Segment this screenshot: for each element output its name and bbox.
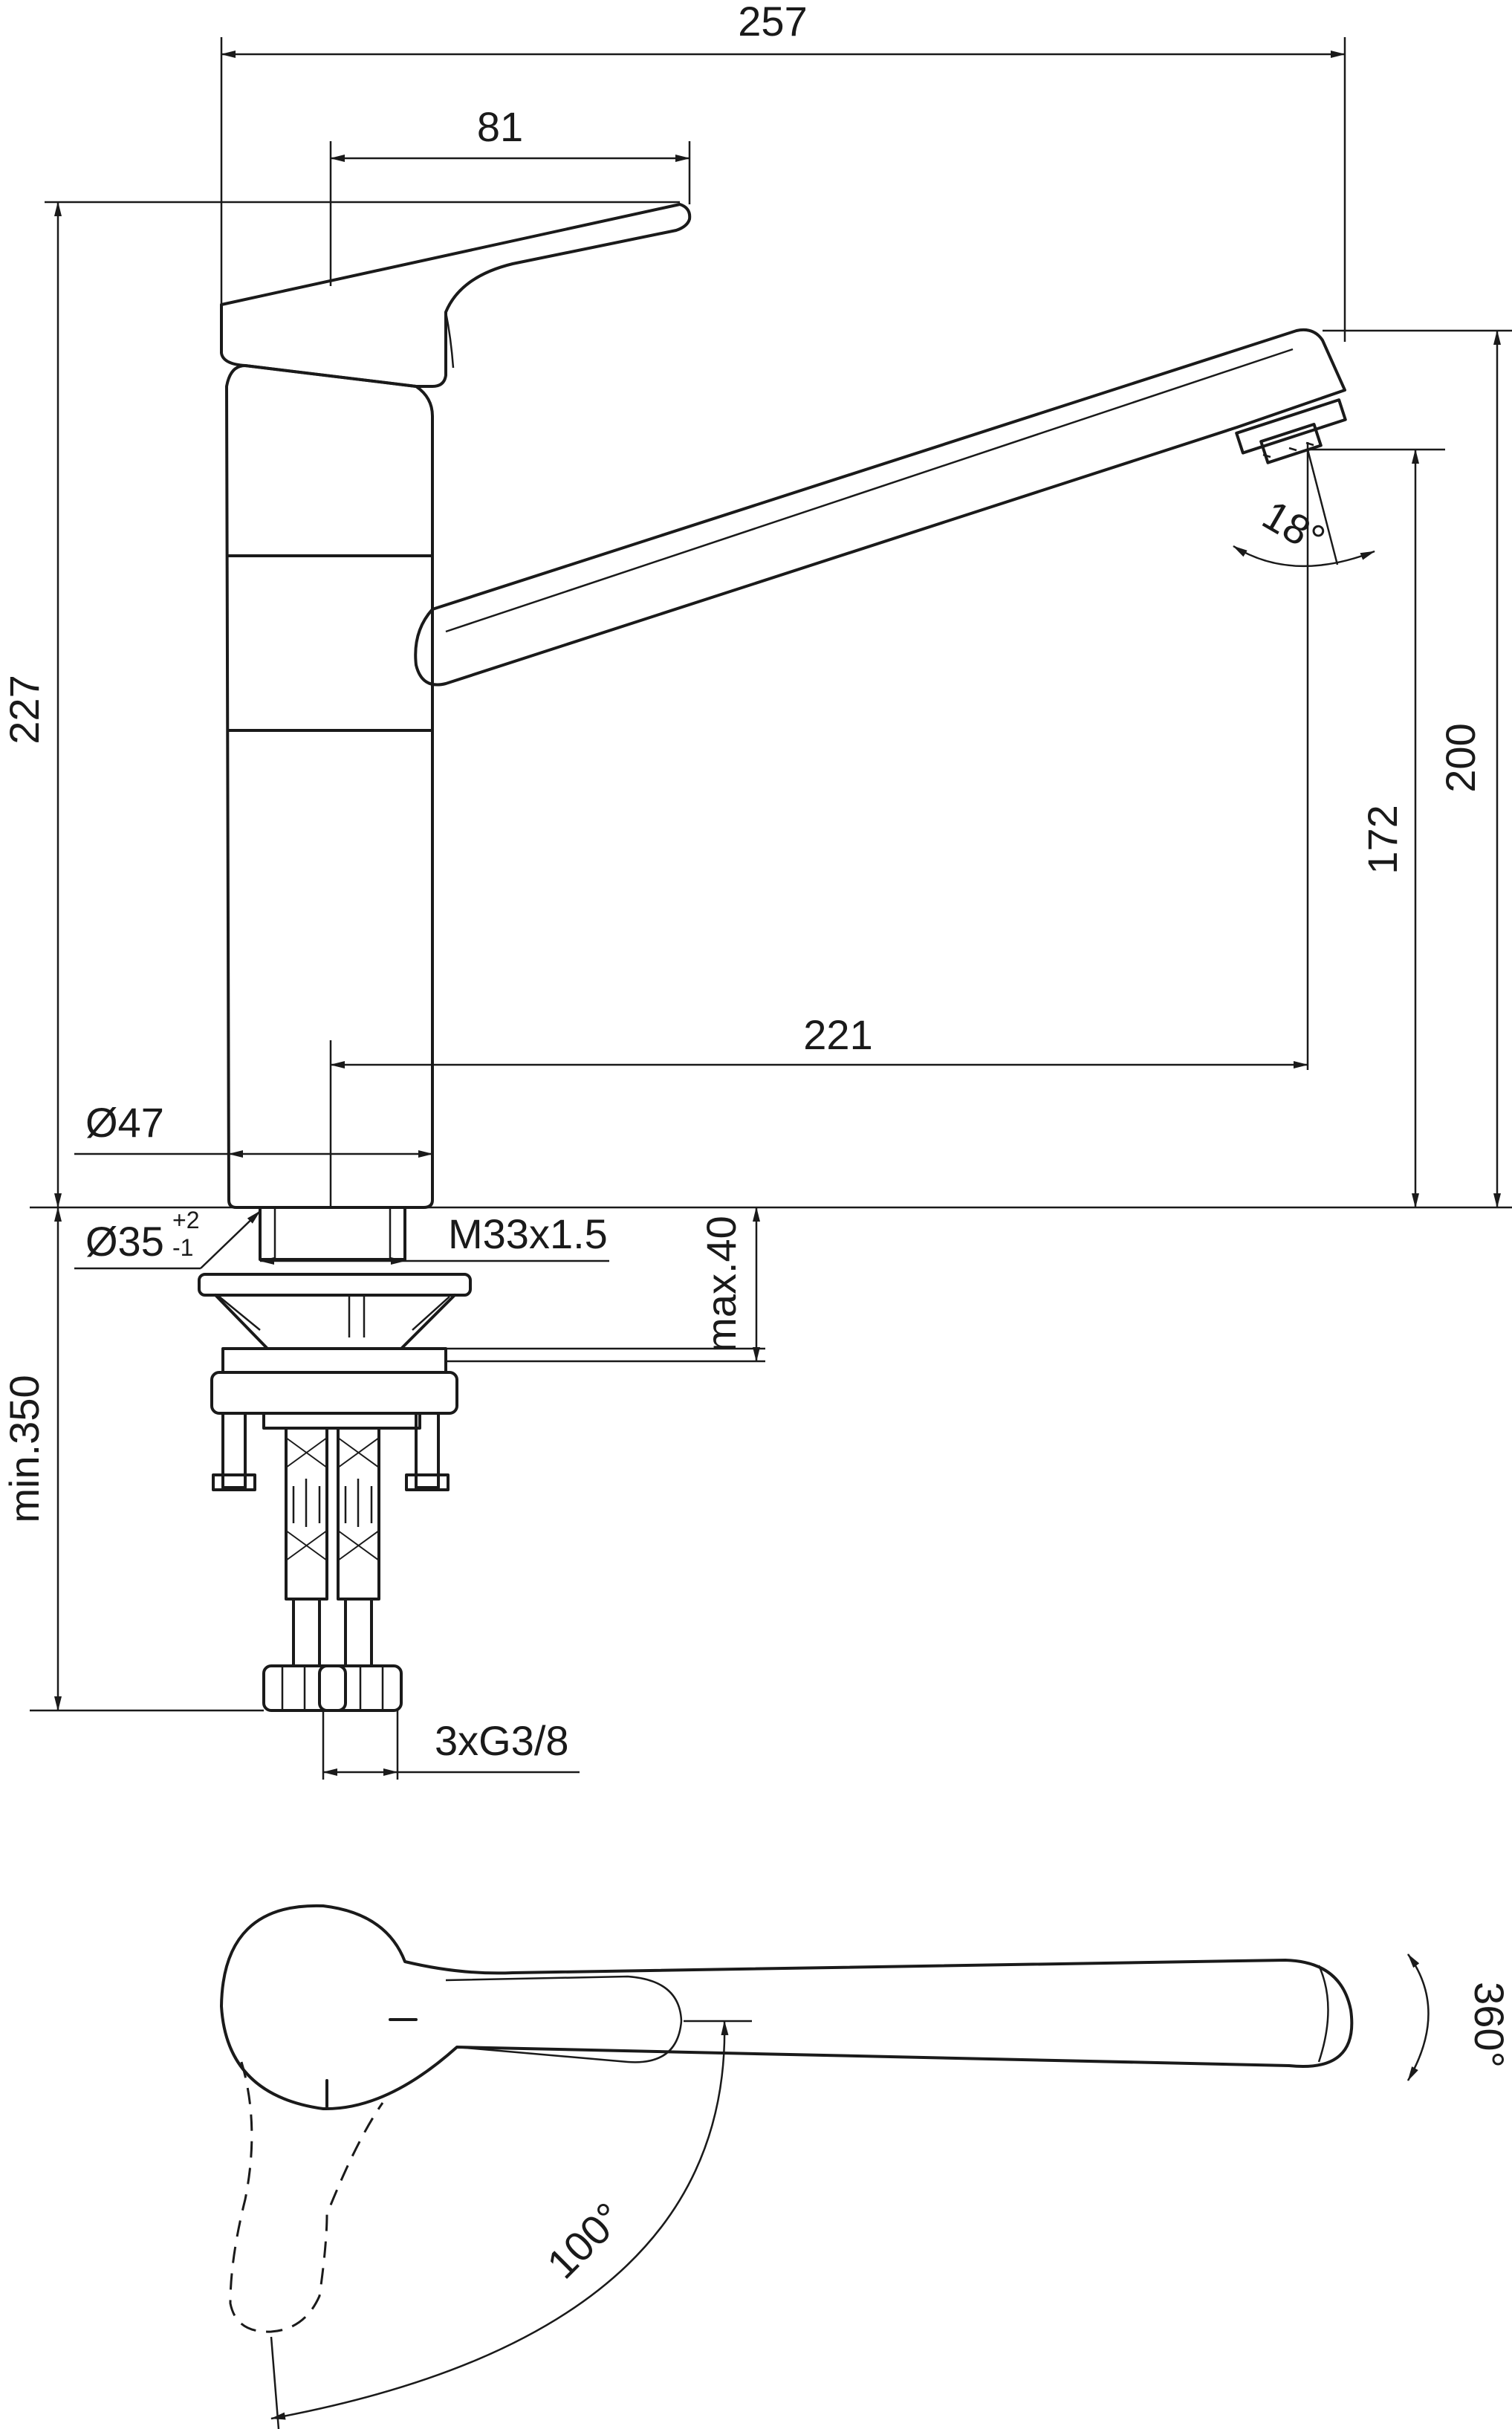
dim-200-label: 200 <box>1437 723 1484 792</box>
aerator <box>1235 398 1347 464</box>
plan-outline <box>220 1904 1354 2111</box>
spout <box>414 328 1346 687</box>
dim-35-tol-upper: +2 <box>172 1207 199 1233</box>
tap-body <box>225 364 434 1209</box>
plan-view: 100° 360° <box>220 1904 1512 2429</box>
lever-rotated-dashed <box>229 2061 384 2333</box>
side-elevation: 257 81 227 200 172 221 Ø47 Ø35 +2 -1 M33… <box>1 0 1512 1780</box>
dim-m33-label: M33x1.5 <box>448 1210 608 1257</box>
dim-min350-label: min.350 <box>1 1375 48 1522</box>
dim-257-label: 257 <box>738 0 807 45</box>
dim-35-tol-lower: -1 <box>172 1234 193 1261</box>
dim-18-arc <box>1233 545 1375 568</box>
dim-g38-label: 3xG3/8 <box>435 1717 569 1764</box>
mounting-kit <box>198 1206 472 1491</box>
dim-81-label: 81 <box>477 103 523 150</box>
dim-35-label: Ø35 <box>85 1218 164 1265</box>
dim-227-label: 227 <box>1 675 48 744</box>
dim-100-arc <box>270 2020 729 2420</box>
dim-221-label: 221 <box>803 1011 872 1058</box>
dim-max40-label: max.40 <box>698 1216 744 1352</box>
dim-360-label: 360° <box>1466 1982 1512 2068</box>
lever-handle <box>220 203 692 388</box>
flexible-hoses <box>262 1427 403 1712</box>
dim-172-label: 172 <box>1359 805 1406 874</box>
dim-47-label: Ø47 <box>85 1099 164 1146</box>
dim-360-arc <box>1406 1953 1430 2081</box>
